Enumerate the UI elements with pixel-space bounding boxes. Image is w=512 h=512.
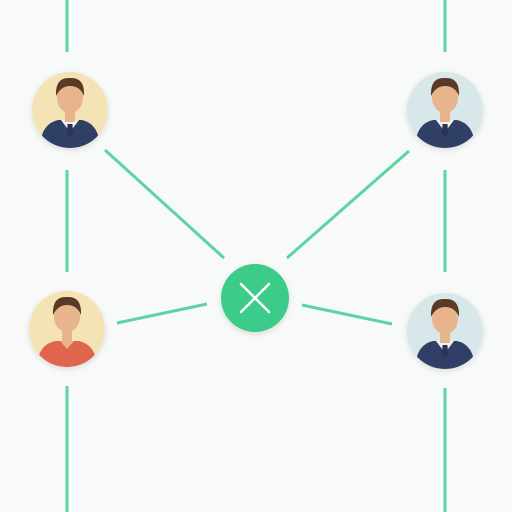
hub-node[interactable] bbox=[221, 264, 289, 332]
avatar-bottom-left[interactable] bbox=[29, 291, 105, 369]
person-avatar-icon bbox=[415, 77, 475, 148]
connector-bottom-left bbox=[116, 302, 208, 325]
hub-connectors bbox=[103, 148, 410, 326]
connector-bottom-right bbox=[301, 303, 393, 326]
vertical-rails bbox=[65, 0, 447, 512]
avatar-bottom-right[interactable] bbox=[407, 293, 483, 371]
close-x-icon bbox=[239, 282, 271, 314]
connector-top-left bbox=[103, 148, 226, 260]
connector-top-right bbox=[286, 149, 410, 260]
person-avatar-icon bbox=[37, 296, 97, 367]
avatar-top-right[interactable] bbox=[407, 72, 483, 150]
avatar-top-left[interactable] bbox=[32, 72, 108, 150]
person-avatar-icon bbox=[40, 77, 100, 148]
person-avatar-icon bbox=[415, 298, 475, 369]
